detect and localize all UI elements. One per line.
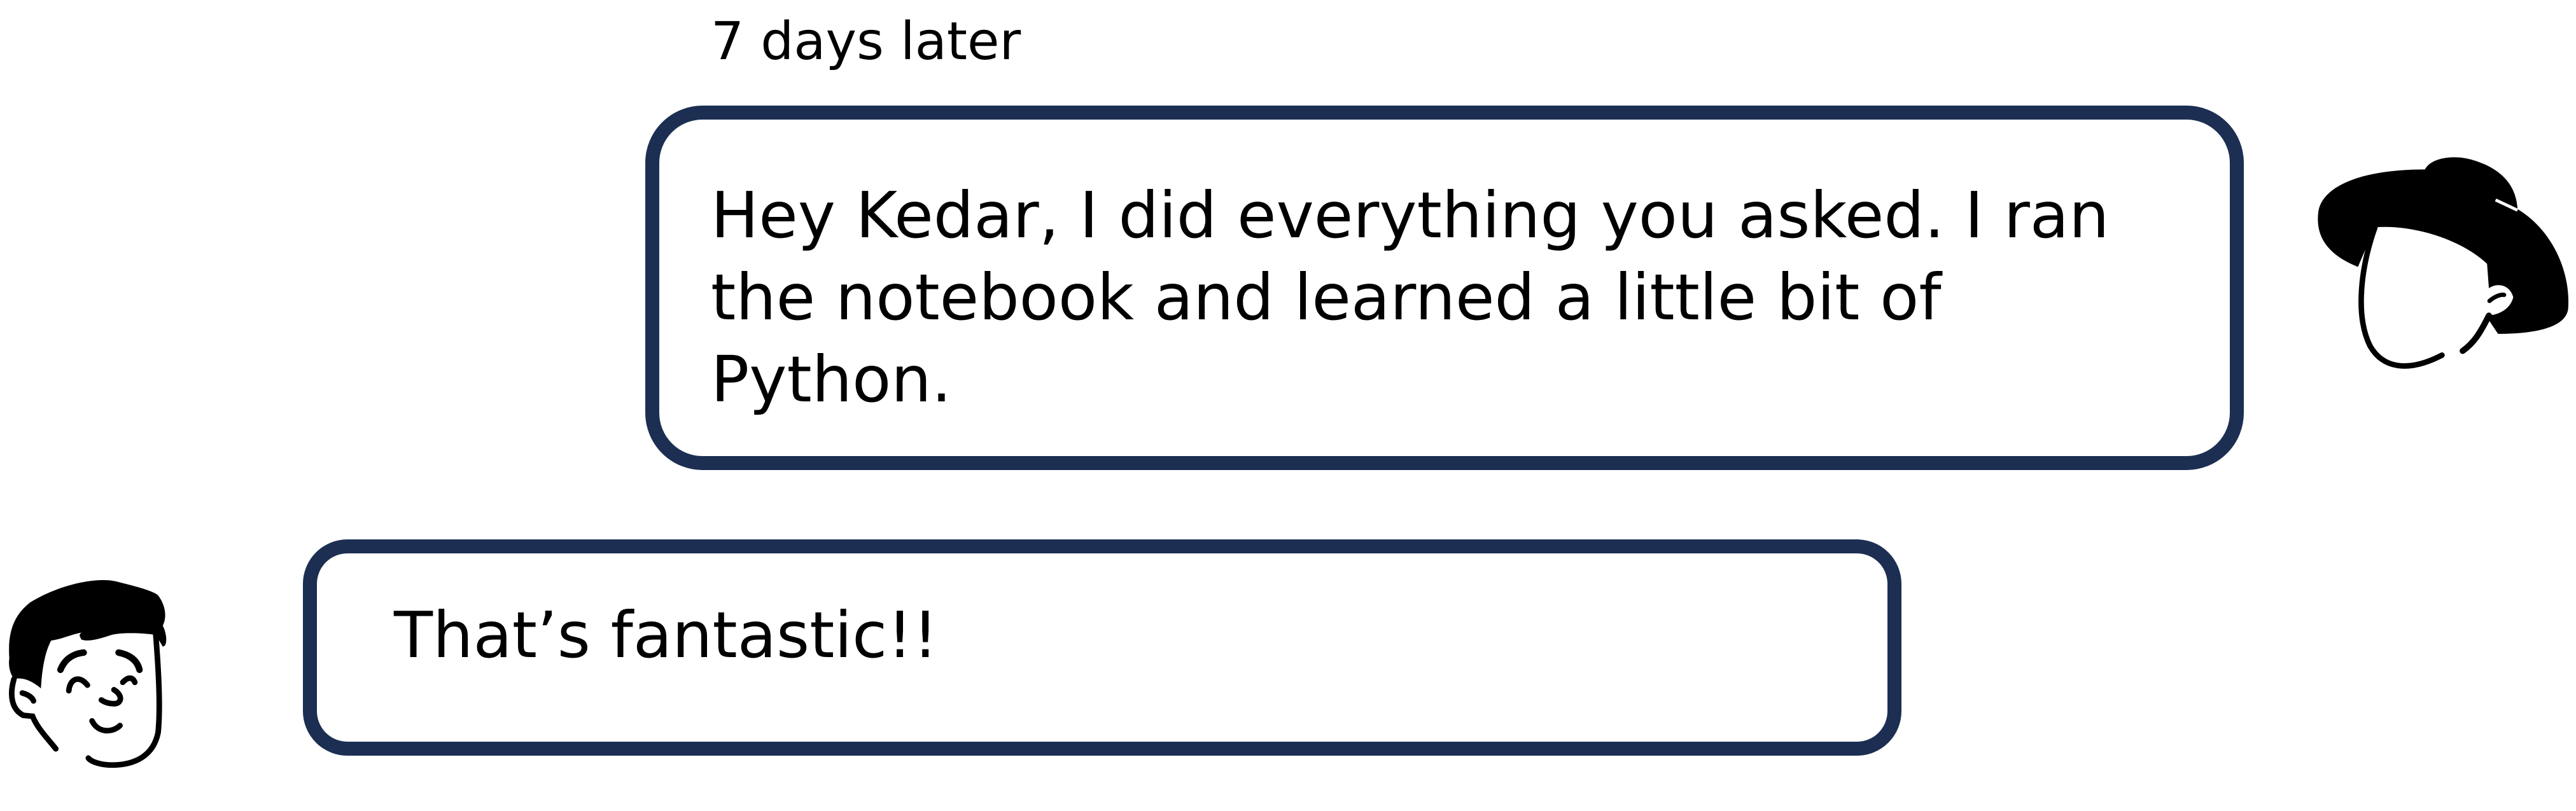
message-bubble-kedar: That’s fantastic!!	[303, 539, 1901, 756]
hat-person-avatar-icon	[2318, 157, 2569, 369]
smiling-boy-avatar-icon	[9, 579, 167, 768]
time-caption: 7 days later	[711, 11, 1021, 72]
message-text: That’s fantastic!!	[394, 598, 939, 672]
message-text: Hey Kedar, I did everything you asked. I…	[711, 178, 2110, 417]
message-bubble-user: Hey Kedar, I did everything you asked. I…	[645, 106, 2244, 470]
